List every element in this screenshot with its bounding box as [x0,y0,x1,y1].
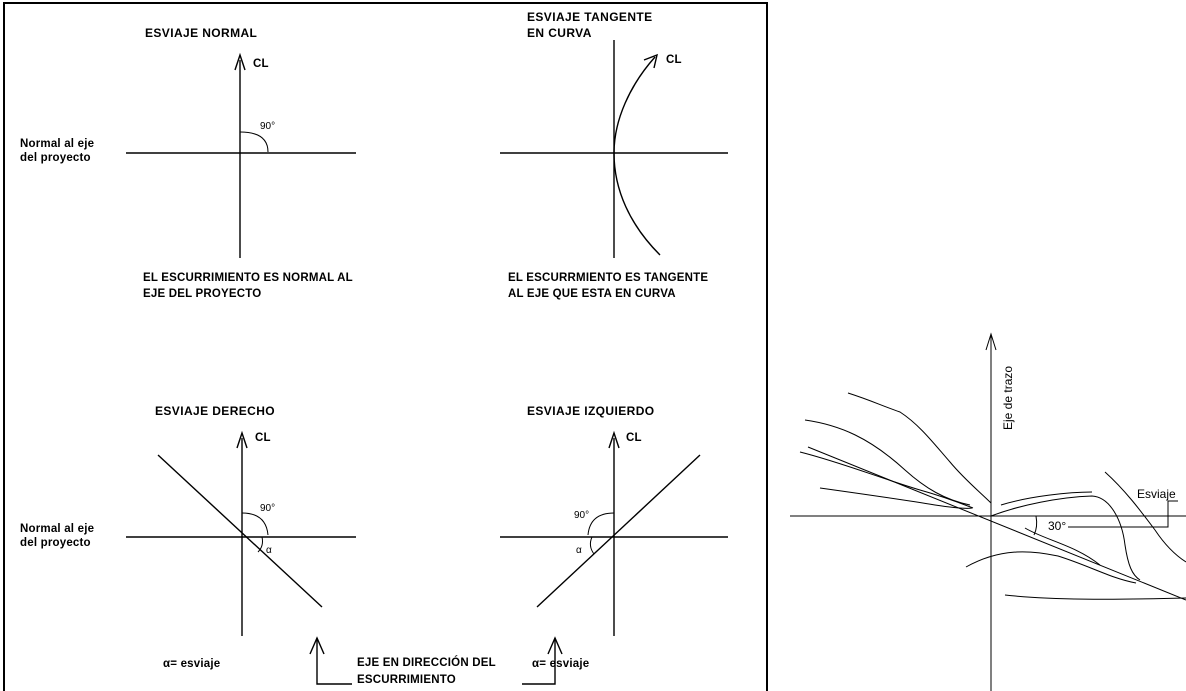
angle-label: 30° [1048,519,1066,533]
bank-line-far-bottom [1004,594,1186,600]
left-skew-diagram: ESVIAJE IZQUIERDO CL 90° α α= esviaje [500,404,728,670]
cl-label: CL [253,58,269,70]
side-label-line1: Normal al eje [20,523,94,535]
trace-arrow-icon [985,332,997,351]
bank-line-far-right [1104,471,1186,563]
curve-arrow-icon [643,53,658,69]
bank-line-upper-left [804,419,971,506]
skew-line [807,446,1186,601]
bank-line-lower-left [819,487,973,509]
right-pointer-line [522,638,556,685]
alpha-legend: α= esviaje [163,658,220,670]
left-pointer-line [316,638,352,685]
normal-skew-title: ESVIAJE NORMAL [145,26,257,40]
tangent-title-line1: ESVIAJE TANGENTE [527,10,653,24]
alpha-label: α [576,545,582,556]
right-skew-title: ESVIAJE DERECHO [155,404,275,418]
tangent-title-line2: EN CURVA [527,26,592,40]
bank-line-right [990,495,1141,581]
right-angle-arc [241,512,269,536]
bank-line-mid-left [799,451,974,509]
right-angle-arc [239,131,269,153]
angle-arc [1033,515,1038,536]
alpha-label: α [266,545,272,556]
normal-skew-diagram: ESVIAJE NORMAL CL 90° Normal al eje del … [20,26,356,300]
flow-axis-line1: EJE EN DIRECCIÓN DEL [357,656,496,669]
trace-axis-label: Eje de trazo [1001,366,1015,430]
cl-label: CL [255,432,271,444]
alpha-legend: α= esviaje [532,658,589,670]
right-panel: Eje de trazo 30° Esviaje [790,332,1186,691]
alpha-arc [257,536,263,553]
bank-line-top [847,392,992,504]
tangent-skew-diagram: ESVIAJE TANGENTE EN CURVA CL EL ESCURRMI… [500,10,728,300]
skew-label: Esviaje [1137,487,1176,501]
left-up-arrow-icon [309,636,325,655]
flow-axis-line2: ESCURRIMIENTO [357,674,456,686]
side-label-line1: Normal al eje [20,138,94,150]
cl-label: CL [626,432,642,444]
cl-label: CL [666,54,682,66]
side-label-line2: del proyecto [20,537,91,549]
right-up-arrow-icon [547,636,563,655]
right-angle-arc [587,512,615,536]
left-panel: ESVIAJE NORMAL CL 90° Normal al eje del … [3,2,768,691]
angle-label: 90° [260,503,275,514]
tangent-caption-line1: EL ESCURRMIENTO ES TANGENTE [508,272,708,284]
right-skew-diagram: ESVIAJE DERECHO CL 90° α Normal al eje d… [20,404,356,670]
angle-label: 90° [574,510,589,521]
side-label-line2: del proyecto [20,152,91,164]
cl-arrow-icon [234,52,246,71]
skew-leader-line [1068,500,1178,528]
curved-axis [613,56,661,256]
skewed-axis [157,454,323,608]
left-skew-title: ESVIAJE IZQUIERDO [527,404,655,418]
tangent-caption-line2: AL EJE QUE ESTA EN CURVA [508,288,676,300]
angle-label: 90° [260,121,275,132]
bank-line-inner [1024,527,1101,566]
normal-caption-line2: EJE DEL PROYECTO [143,288,261,300]
normal-caption-line1: EL ESCURRIMIENTO ES NORMAL AL [143,272,353,284]
alpha-arc [589,536,595,555]
cl-arrow-icon [608,430,620,449]
left-panel-frame [3,2,768,691]
bank-line-bottom [965,551,1137,584]
flow-axis-callout: EJE EN DIRECCIÓN DEL ESCURRIMIENTO [309,636,563,686]
skewed-axis [536,454,701,608]
cl-arrow-icon [236,430,248,449]
bank-line-right-top [1000,491,1093,506]
